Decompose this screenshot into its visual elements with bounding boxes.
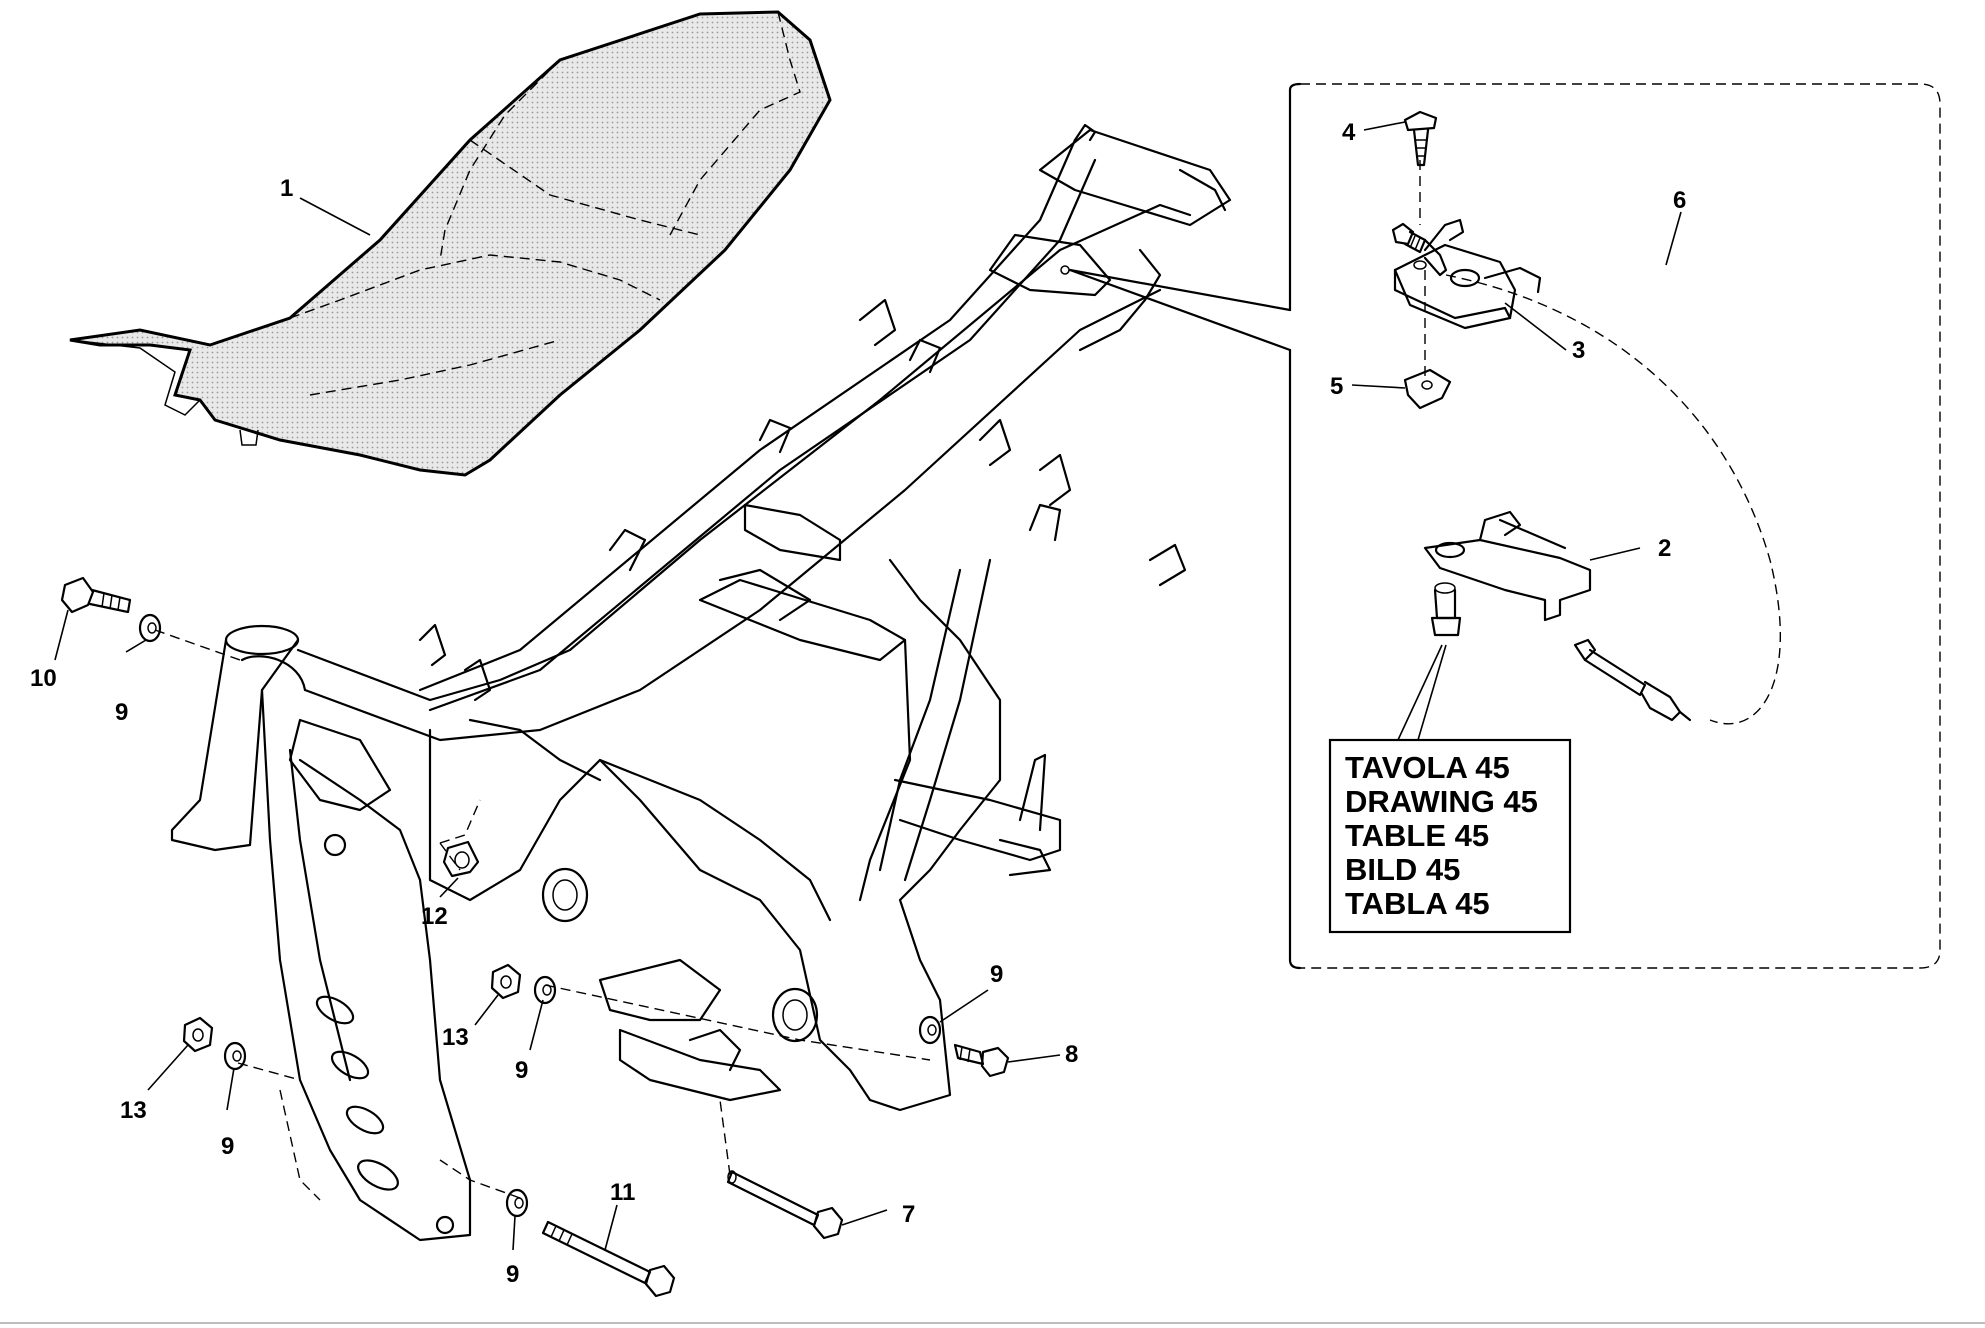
screw-4 — [1403, 110, 1438, 167]
reference-line-1: TAVOLA 45 — [1345, 750, 1510, 785]
callout-8: 8 — [1065, 1041, 1078, 1068]
bolt-8 — [953, 1043, 1010, 1078]
washer-9b — [533, 975, 557, 1005]
callout-4: 4 — [1342, 119, 1356, 146]
washer-9a — [138, 613, 162, 643]
callout-9-cradle: 9 — [221, 1133, 234, 1160]
callout-9-steering: 9 — [115, 699, 128, 726]
reference-line-5: TABLA 45 — [1345, 886, 1490, 921]
callout-13-mount: 13 — [442, 1024, 469, 1051]
seat — [69, 10, 832, 477]
bracket-3 — [1393, 218, 1542, 330]
callout-11: 11 — [610, 1179, 635, 1206]
reference-line-2: DRAWING 45 — [1345, 784, 1538, 819]
washer-9c — [918, 1015, 942, 1045]
reference-box: TAVOLA 45 DRAWING 45 TABLE 45 BILD 45 TA… — [1328, 738, 1572, 934]
callout-6: 6 — [1673, 187, 1686, 214]
callout-12: 12 — [421, 903, 448, 930]
callout-9-mount: 9 — [515, 1057, 528, 1084]
reference-line-4: BILD 45 — [1345, 852, 1460, 887]
nut-13a — [490, 963, 522, 1000]
callout-7: 7 — [902, 1201, 915, 1228]
screw-inset-lower — [1430, 582, 1462, 637]
cable-end-lower — [1573, 638, 1692, 722]
callout-9-pivot: 9 — [990, 961, 1003, 988]
bracket-2 — [1423, 510, 1592, 622]
callout-10: 10 — [30, 665, 57, 692]
detail-inset: TAVOLA 45 DRAWING 45 TABLE 45 BILD 45 TA… — [1068, 82, 1941, 970]
callout-13-cradle: 13 — [120, 1097, 147, 1124]
callout-1: 1 — [280, 175, 293, 202]
washer-9d — [223, 1041, 247, 1071]
callout-3: 3 — [1572, 337, 1585, 364]
frame — [170, 123, 1232, 1242]
nut-13b — [182, 1016, 214, 1053]
callout-5: 5 — [1330, 373, 1343, 400]
clip-5 — [1403, 368, 1452, 410]
washer-9e — [505, 1188, 529, 1218]
callout-9-bottom: 9 — [506, 1261, 519, 1288]
leader-lines — [54, 121, 1682, 1251]
assembly-lines — [154, 160, 1782, 1201]
callout-labels: 1 2 3 4 5 6 7 8 9 9 9 9 9 10 11 12 13 13 — [30, 119, 1686, 1288]
bolt-10 — [60, 576, 132, 614]
callout-2: 2 — [1658, 535, 1671, 562]
cable-end-6 — [1391, 222, 1448, 277]
bolt-7 — [726, 1170, 844, 1240]
reference-line-3: TABLE 45 — [1345, 818, 1489, 853]
bolt-11 — [541, 1220, 676, 1298]
bushing-12 — [442, 840, 480, 878]
